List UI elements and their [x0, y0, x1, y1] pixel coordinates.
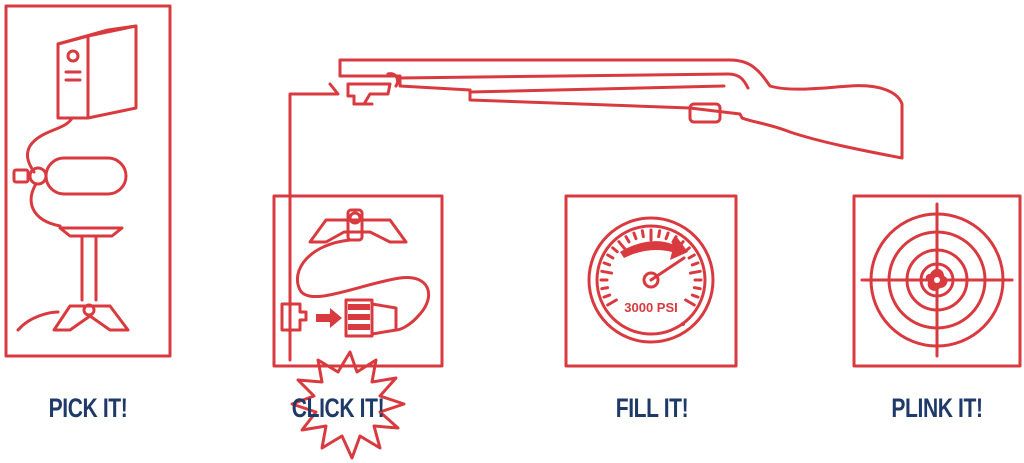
gauge-tick	[606, 253, 615, 260]
gauge-tick	[664, 231, 670, 241]
fill-it-frame	[564, 194, 738, 368]
gauge-tick	[602, 293, 612, 299]
connect-arrow-icon	[316, 308, 342, 328]
target-icon	[860, 202, 1014, 358]
gauge-tick	[632, 231, 638, 241]
compressor-hose	[26, 116, 74, 174]
gauge-tick	[688, 269, 702, 275]
click-starburst-icon	[290, 350, 406, 460]
fill-nipple-icon	[280, 298, 398, 338]
gauge-tick	[624, 235, 631, 244]
click-it-frame	[272, 194, 444, 368]
gauge-tick	[657, 229, 662, 239]
plink-it-frame	[852, 194, 1022, 368]
gauge-tick	[690, 293, 700, 299]
plink-it-panel	[852, 194, 1022, 368]
click-it-panel	[272, 194, 444, 460]
pressure-gauge-icon: 3000 PSI	[587, 216, 715, 344]
connector-hose	[296, 238, 431, 332]
air-rifle-icon	[288, 58, 904, 362]
pick-it-frame	[4, 4, 172, 358]
step-label-pick-it: PICK IT!	[48, 393, 128, 423]
gauge-tick	[692, 286, 702, 291]
step-label-fill-it: FILL IT!	[615, 393, 689, 423]
fill-it-panel: 3000 PSI	[564, 194, 738, 368]
hand-pump-icon	[16, 226, 130, 332]
gauge-tick	[602, 261, 612, 267]
pump-head-icon	[308, 208, 408, 244]
pick-it-panel	[4, 4, 172, 358]
fill-line	[288, 82, 340, 362]
tank-hose	[29, 182, 62, 228]
gauge-tick	[640, 229, 645, 239]
gauge-tick	[611, 246, 619, 254]
gauge-tick	[606, 298, 618, 307]
step-label-click-it: CLICK IT!	[291, 393, 385, 423]
gauge-tick	[690, 261, 700, 267]
pressure-arrow-icon	[620, 236, 688, 260]
compressor-icon	[56, 24, 138, 120]
gauge-tick	[617, 240, 627, 251]
air-tank-icon	[12, 156, 128, 196]
gauge-tick	[600, 286, 610, 291]
gauge-reading: 3000 PSI	[624, 300, 678, 315]
step-label-plink-it: PLINK IT!	[891, 393, 983, 423]
gauge-tick	[684, 298, 696, 307]
gauge-tick	[600, 269, 614, 275]
gauge-tick	[687, 253, 696, 260]
